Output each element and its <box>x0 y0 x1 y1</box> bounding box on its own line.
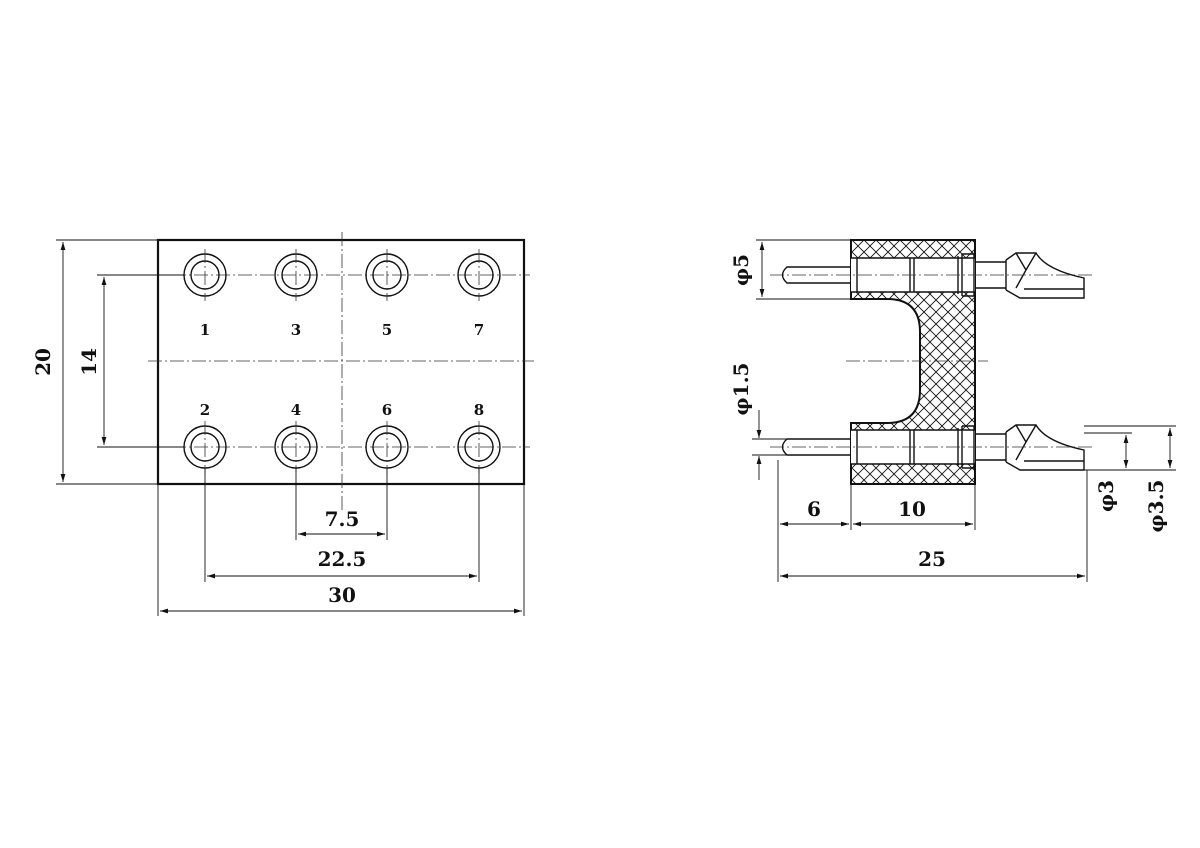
dimension-overall-25: 25 <box>780 470 1088 582</box>
dim-label-22-5: 22.5 <box>318 547 367 571</box>
dimension-tail-6: 6 <box>777 460 852 582</box>
upper-pin <box>770 252 1095 299</box>
pin-label-3: 3 <box>291 321 301 339</box>
dim-label-phi-1-5: φ1.5 <box>729 363 753 416</box>
dim-label-25: 25 <box>918 547 946 571</box>
pin-hole-5 <box>365 249 409 301</box>
dim-label-20: 20 <box>31 348 55 376</box>
pin-label-6: 6 <box>382 401 392 419</box>
pin-hole-3 <box>274 249 318 301</box>
pin-label-8: 8 <box>474 401 484 419</box>
pin-label-5: 5 <box>382 321 392 339</box>
dim-label-phi-3: φ3 <box>1094 480 1118 512</box>
dimension-span-22-5: 22.5 <box>204 468 480 582</box>
dim-label-14: 14 <box>77 348 101 376</box>
dimension-pitch-7-5: 7.5 <box>295 468 388 540</box>
dim-label-30: 30 <box>328 583 356 607</box>
lower-pin <box>770 424 1095 471</box>
front-view-body <box>156 238 526 486</box>
dim-label-phi-5: φ5 <box>729 254 753 286</box>
dimension-diameter-3-5: φ3.5 <box>1084 425 1176 533</box>
dimension-row-spacing-14: 14 <box>77 274 184 448</box>
dimension-diameter-3: φ3 <box>1084 432 1132 512</box>
insulator-body-section <box>850 239 976 485</box>
pin-label-1: 1 <box>200 321 210 339</box>
dim-label-6: 6 <box>807 497 821 521</box>
dim-label-phi-3-5: φ3.5 <box>1144 480 1168 533</box>
dimension-diameter-1-5: φ1.5 <box>729 363 787 480</box>
dimension-body-10: 10 <box>853 484 976 530</box>
pin-label-2: 2 <box>200 401 210 419</box>
dimension-height-20: 20 <box>31 239 158 485</box>
pin-label-7: 7 <box>474 321 484 339</box>
dimension-width-30: 30 <box>157 484 525 616</box>
pin-hole-1 <box>183 249 227 301</box>
front-view: 1 3 5 7 2 4 6 8 20 14 7.5 <box>31 232 534 616</box>
dimension-diameter-5: φ5 <box>729 239 851 300</box>
side-view: φ5 φ1.5 6 10 25 <box>729 239 1176 582</box>
pin-hole-2 <box>183 421 227 473</box>
dim-label-10: 10 <box>898 497 926 521</box>
pin-label-4: 4 <box>291 401 301 419</box>
dim-label-7-5: 7.5 <box>325 507 360 531</box>
pin-hole-7 <box>457 249 501 301</box>
